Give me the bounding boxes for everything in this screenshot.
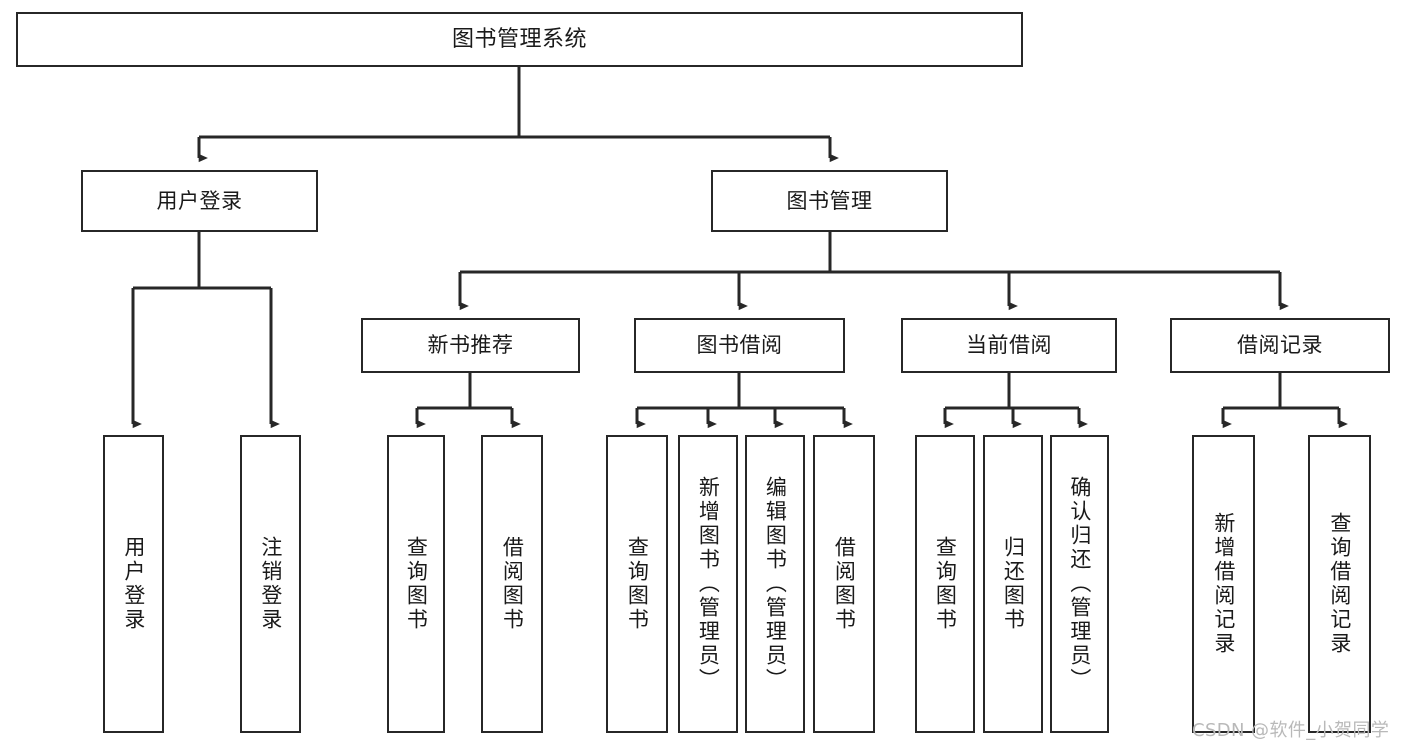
leaf-node[interactable]: 新增图书（管理员） [678, 435, 738, 733]
leaf-node[interactable]: 查询图书 [915, 435, 975, 733]
node-current-borrow[interactable]: 当前借阅 [901, 318, 1117, 373]
leaf-node[interactable]: 新增借阅记录 [1192, 435, 1255, 733]
leaf-node-label: 借阅图书 [832, 536, 857, 632]
leaf-node[interactable]: 查询图书 [606, 435, 668, 733]
node-root[interactable]: 图书管理系统 [16, 12, 1023, 67]
node-new-book-recommend[interactable]: 新书推荐 [361, 318, 580, 373]
node-user-login-label: 用户登录 [156, 188, 243, 213]
node-book-borrow[interactable]: 图书借阅 [634, 318, 845, 373]
node-borrow-record[interactable]: 借阅记录 [1170, 318, 1390, 373]
leaf-node-label: 查询图书 [933, 536, 958, 632]
leaf-node-label: 用户登录 [121, 536, 146, 632]
leaf-node-label: 借阅图书 [500, 536, 525, 632]
leaf-node-label: 查询图书 [404, 536, 429, 632]
leaf-node[interactable]: 编辑图书（管理员） [745, 435, 805, 733]
leaf-node[interactable]: 确认归还（管理员） [1050, 435, 1109, 733]
leaf-node[interactable]: 注销登录 [240, 435, 301, 733]
node-user-login[interactable]: 用户登录 [81, 170, 318, 232]
node-book-management-label: 图书管理 [786, 188, 873, 213]
leaf-node-label: 查询图书 [625, 536, 650, 632]
node-root-label: 图书管理系统 [451, 26, 587, 52]
leaf-node[interactable]: 借阅图书 [813, 435, 875, 733]
leaf-node-label: 新增借阅记录 [1211, 512, 1236, 656]
node-new-book-recommend-label: 新书推荐 [427, 333, 514, 358]
leaf-node-label: 查询借阅记录 [1327, 512, 1352, 656]
leaf-node-label: 归还图书 [1001, 536, 1026, 632]
node-book-borrow-label: 图书借阅 [696, 333, 783, 358]
leaf-node[interactable]: 借阅图书 [481, 435, 543, 733]
leaf-node[interactable]: 查询借阅记录 [1308, 435, 1371, 733]
leaf-node-label: 确认归还（管理员） [1067, 476, 1092, 692]
node-borrow-record-label: 借阅记录 [1237, 333, 1323, 358]
node-current-borrow-label: 当前借阅 [966, 333, 1052, 358]
leaf-node[interactable]: 查询图书 [387, 435, 445, 733]
csdn-watermark: CSDN @软件_小贺同学 [1192, 720, 1390, 741]
leaf-node[interactable]: 归还图书 [983, 435, 1043, 733]
leaf-node-label: 新增图书（管理员） [696, 476, 721, 692]
leaf-node-label: 编辑图书（管理员） [763, 476, 788, 692]
leaf-node[interactable]: 用户登录 [103, 435, 164, 733]
leaf-node-label: 注销登录 [258, 536, 283, 632]
node-book-management[interactable]: 图书管理 [711, 170, 948, 232]
